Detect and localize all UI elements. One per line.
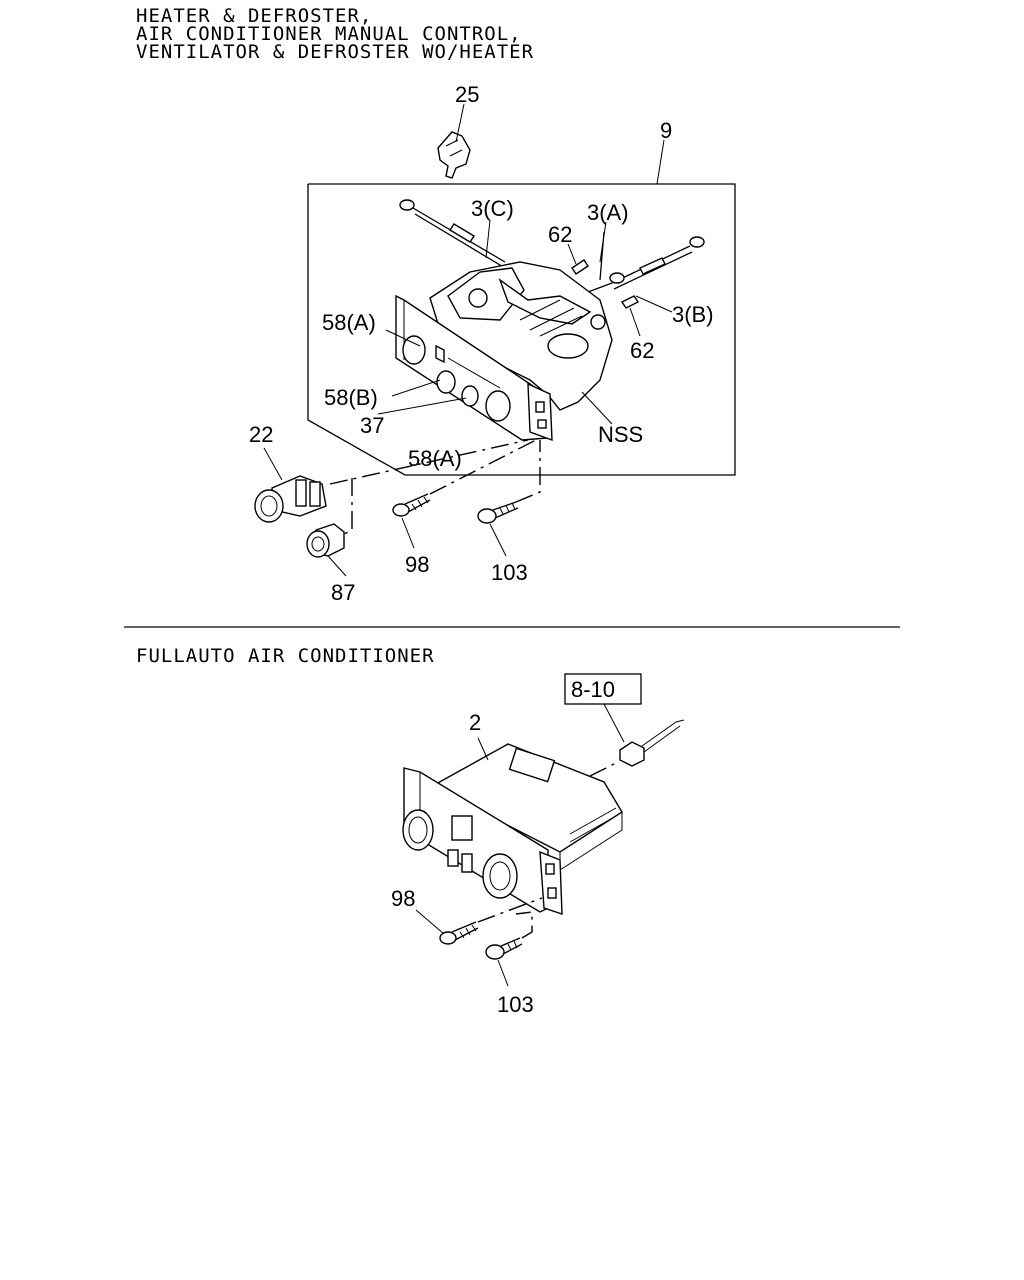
callout-3b: 3(B) <box>672 302 714 327</box>
screw-part-103-lower <box>485 937 523 960</box>
callout-98-lower: 98 <box>391 886 415 911</box>
callout-58a-upper: 58(A) <box>322 310 376 335</box>
screw-part-98-upper <box>392 493 431 517</box>
centerline-connector <box>589 761 619 777</box>
callout-3c: 3(C) <box>471 196 514 221</box>
heater-control-head <box>395 261 613 442</box>
callout-nss: NSS <box>598 422 643 447</box>
header-line-1: HEATER & DEFROSTER, <box>136 5 372 27</box>
callout-3a: 3(A) <box>587 200 629 225</box>
pin-62-lower <box>620 295 640 309</box>
control-cable-3c <box>399 199 506 269</box>
callouts-upper: 25 9 3(C) 3(A) 62 3(B) 62 58(A) 58(B) 37… <box>249 82 714 605</box>
knob-part-87 <box>306 523 345 558</box>
harness-connector <box>619 719 685 767</box>
callout-58b: 58(B) <box>324 385 378 410</box>
assembly-frame <box>307 183 736 476</box>
callout-37: 37 <box>360 413 384 438</box>
callout-22: 22 <box>249 422 273 447</box>
pin-62-upper <box>571 259 589 275</box>
screw-part-98-lower <box>439 921 479 945</box>
centerline-103-lower <box>515 911 533 939</box>
callout-98-upper: 98 <box>405 552 429 577</box>
centerline-98-lower <box>477 897 543 923</box>
centerline-98 <box>429 439 537 495</box>
header-line-3: VENTILATOR & DEFROSTER WO/HEATER <box>136 41 534 63</box>
callout-87: 87 <box>331 580 355 605</box>
callout-62-upper: 62 <box>548 222 572 247</box>
callout-2: 2 <box>469 710 481 735</box>
callout-25: 25 <box>455 82 479 107</box>
clip-part-25 <box>437 131 471 179</box>
callouts-lower: 2 98 103 <box>391 710 534 1017</box>
section-title-fullauto: FULLAUTO AIR CONDITIONER <box>136 645 435 667</box>
callout-8-10: 8-10 <box>571 677 615 702</box>
switch-part-22 <box>254 475 327 523</box>
fullauto-control-unit <box>402 743 623 915</box>
callout-58a-lower: 58(A) <box>408 446 462 471</box>
centerline-22 <box>329 439 529 485</box>
centerline-103 <box>515 440 541 503</box>
screw-part-103-upper <box>477 501 519 524</box>
header-line-2: AIR CONDITIONER MANUAL CONTROL, <box>136 23 522 45</box>
callout-62-lower: 62 <box>630 338 654 363</box>
centerline-87 <box>343 478 353 535</box>
control-cable-3b <box>611 236 705 290</box>
callout-9: 9 <box>660 118 672 143</box>
reference-box-8-10 <box>564 673 642 705</box>
callout-103-upper: 103 <box>491 560 528 585</box>
leader-lines-upper <box>263 103 673 577</box>
callout-103-lower: 103 <box>497 992 534 1017</box>
leader-lines-lower <box>415 703 625 987</box>
header-title: HEATER & DEFROSTER, AIR CONDITIONER MANU… <box>136 5 534 63</box>
